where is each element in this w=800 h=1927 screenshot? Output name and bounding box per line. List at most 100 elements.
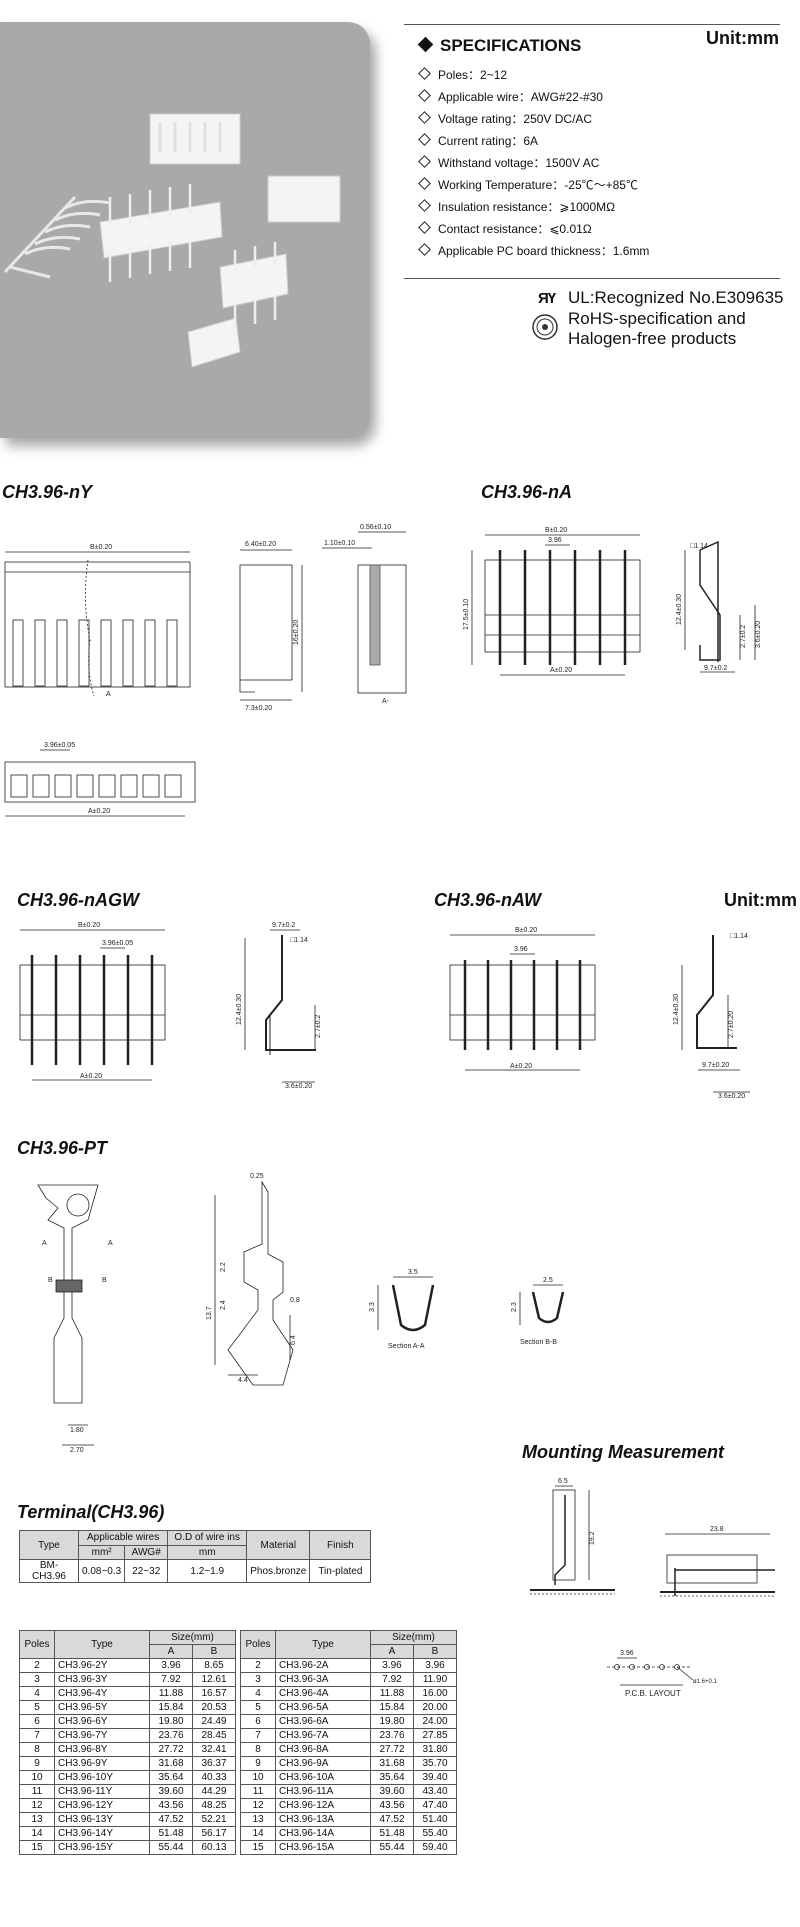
- td-poles: 12: [19, 1798, 55, 1813]
- td-poles: 2: [240, 1658, 276, 1673]
- td-size-b: 36.37: [192, 1756, 236, 1771]
- dim-pt-seca-h: 3.3: [369, 1302, 376, 1312]
- td-poles: 7: [19, 1728, 55, 1743]
- td-size-b: 24.00: [413, 1714, 457, 1729]
- dim-mount-hole: ø1.6+0.1: [693, 1679, 718, 1685]
- td-size-a: 39.60: [149, 1784, 193, 1799]
- td-size-a: 51.48: [149, 1826, 193, 1841]
- td-size-b: 31.80: [413, 1742, 457, 1757]
- dim-nagw-pitch: 3.96±0.05: [102, 940, 133, 947]
- td-size-a: 7.92: [149, 1672, 193, 1687]
- td-size-a: 47.52: [370, 1812, 414, 1827]
- td-type: CH3.96-12Y: [54, 1798, 150, 1813]
- spec-item: Contact resistance：⩽0.01Ω: [418, 220, 592, 237]
- mark-pt-a-left: A: [42, 1240, 47, 1247]
- mark-a: A: [106, 691, 111, 698]
- td-type: CH3.96-10Y: [54, 1770, 150, 1785]
- td-type: CH3.96-14Y: [54, 1826, 150, 1841]
- td-size-a: 31.68: [370, 1756, 414, 1771]
- th-type: Type: [275, 1630, 371, 1659]
- td-finish: Tin-plated: [309, 1559, 372, 1583]
- dim-naw-sq: □1.14: [730, 933, 748, 940]
- th-b: B: [192, 1644, 236, 1659]
- td-size-b: 60.13: [192, 1840, 236, 1855]
- td-size-a: 19.80: [149, 1714, 193, 1729]
- td-poles: 6: [19, 1714, 55, 1729]
- dim-na-sq: □1.14: [690, 543, 708, 550]
- td-size-b: 24.49: [192, 1714, 236, 1729]
- th-mm: mm: [167, 1544, 248, 1560]
- dim-na-bw: 9.7±0.2: [704, 665, 727, 672]
- td-type: CH3.96-7A: [275, 1728, 371, 1743]
- td-size-a: 23.76: [149, 1728, 193, 1743]
- td-size-b: 16.57: [192, 1686, 236, 1701]
- dim-ny-w3: 1.10±0.10: [324, 540, 355, 547]
- td-poles: 10: [240, 1770, 276, 1785]
- td-size-a: 15.84: [370, 1700, 414, 1715]
- th-material: Material: [246, 1530, 311, 1560]
- td-size-b: 52.21: [192, 1812, 236, 1827]
- td-size-b: 27.85: [413, 1728, 457, 1743]
- mark-pt-b-left: B: [48, 1277, 53, 1284]
- th-wires: Applicable wires: [77, 1530, 169, 1546]
- dim-nagw-w: 9.7±0.2: [272, 922, 295, 929]
- td-poles: 7: [240, 1728, 276, 1743]
- td-size-a: 51.48: [370, 1826, 414, 1841]
- dim-na-h2: 12.4±0.30: [676, 594, 683, 625]
- td-poles: 14: [19, 1826, 55, 1841]
- td-size-b: 35.70: [413, 1756, 457, 1771]
- spec-item: Working Temperature：-25℃～+85℃: [418, 176, 638, 193]
- drawing-mounting: 6.5 19.2 23.8 3.96 ø1.6+0.1 P.C.B. LAYOU…: [530, 1478, 775, 1698]
- td-type: CH3.96-6Y: [54, 1714, 150, 1729]
- th-a: A: [370, 1644, 414, 1659]
- td-size-b: 56.17: [192, 1826, 236, 1841]
- td-size-b: 11.90: [413, 1672, 457, 1687]
- td-od: 1.2~1.9: [167, 1559, 248, 1583]
- dim-nagw-h3: 2.7±0.2: [315, 1015, 322, 1038]
- rohs-seal-icon: [532, 314, 558, 340]
- dim-na-h4: 3.6±0.20: [755, 621, 762, 648]
- td-size-a: 43.56: [149, 1798, 193, 1813]
- drawing-na: B±0.20 3.96 17.5±0.10 A±0.20 □1.14 12.4±…: [463, 527, 762, 676]
- td-poles: 9: [240, 1756, 276, 1771]
- ul-logo-icon: ЯҮ: [538, 290, 556, 307]
- section-title-nagw: CH3.96-nAGW: [17, 890, 140, 910]
- ul-recognition-text: UL:Recognized No.E309635: [568, 288, 784, 307]
- th-type: Type: [54, 1630, 150, 1659]
- td-poles: 6: [240, 1714, 276, 1729]
- dim-mount-pitch: 3.96: [620, 1650, 634, 1657]
- th-size: Size(mm): [370, 1630, 457, 1645]
- td-size-b: 51.40: [413, 1812, 457, 1827]
- unit-label: Unit:mm: [706, 28, 779, 48]
- dim-mount-d1: 6.5: [558, 1478, 568, 1485]
- td-size-b: 28.45: [192, 1728, 236, 1743]
- dim-na-h: 17.5±0.10: [463, 599, 470, 630]
- td-size-a: 31.68: [149, 1756, 193, 1771]
- dim-pt-d4: 0.8: [290, 1297, 300, 1304]
- td-size-b: 55.40: [413, 1826, 457, 1841]
- dim-naw-b: B±0.20: [515, 927, 537, 934]
- dim-na-pitch: 3.96: [548, 537, 562, 544]
- spec-top-rule: [404, 24, 780, 25]
- dim-nagw-h2: 12.4±0.30: [236, 994, 243, 1025]
- td-type: CH3.96-15Y: [54, 1840, 150, 1855]
- dim-na-b: B±0.20: [545, 527, 567, 534]
- th-awg: AWG#: [124, 1544, 169, 1560]
- dim-naw-pitch: 3.96: [514, 946, 528, 953]
- td-type: CH3.96-11A: [275, 1784, 371, 1799]
- td-type: CH3.96-6A: [275, 1714, 371, 1729]
- td-poles: 8: [19, 1742, 55, 1757]
- dim-ny-b: B±0.20: [90, 544, 112, 551]
